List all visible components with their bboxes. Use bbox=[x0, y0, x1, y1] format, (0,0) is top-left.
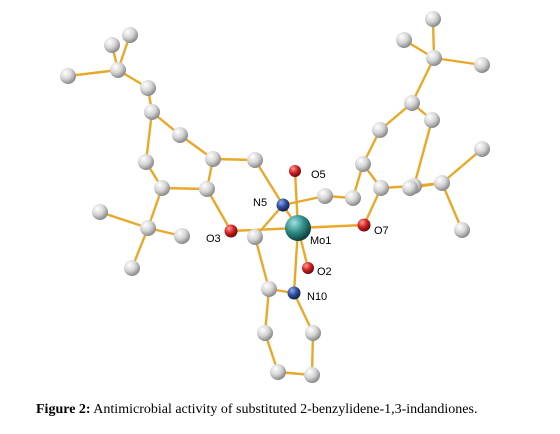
carbon-atom-rb3 bbox=[355, 156, 371, 172]
carbon-atom-lt4 bbox=[174, 228, 190, 244]
carbon-atom-rb1 bbox=[404, 95, 420, 111]
carbon-atom-rt1 bbox=[434, 175, 450, 191]
bond-ra4-o3 bbox=[205, 187, 233, 233]
atom-label-o5: O5 bbox=[311, 169, 326, 181]
bond-rb7-p1 bbox=[253, 235, 271, 291]
carbon-atom-cc2 bbox=[345, 190, 361, 206]
carbon-atom-lt1 bbox=[140, 220, 156, 236]
carbon-atom-tl5 bbox=[140, 80, 156, 96]
carbon-atom-lt3 bbox=[124, 260, 140, 276]
carbon-atom-p3 bbox=[270, 364, 286, 380]
bond-rb1-tr3 bbox=[410, 56, 436, 105]
carbon-atom-ra1 bbox=[144, 104, 160, 120]
bond-tl3-tl4 bbox=[66, 68, 120, 78]
carbon-atom-p5 bbox=[305, 325, 321, 341]
oxygen-atom-o7 bbox=[357, 218, 371, 232]
nitrogen-atom-n10 bbox=[287, 286, 301, 300]
bond-ch1-n5 bbox=[253, 158, 285, 207]
oxygen-atom-o3 bbox=[224, 224, 238, 238]
caption-label: Figure 2: bbox=[36, 402, 91, 417]
carbon-atom-tr2 bbox=[396, 32, 412, 48]
carbon-atom-tl1 bbox=[122, 27, 138, 43]
bond-tr3-tr4 bbox=[432, 56, 484, 67]
carbon-atom-ra3 bbox=[205, 151, 221, 167]
carbon-atom-tl4 bbox=[110, 62, 126, 78]
bond-rt1-rt2 bbox=[440, 147, 484, 185]
carbon-atom-tr1 bbox=[425, 11, 441, 27]
oxygen-atom-o2 bbox=[302, 262, 314, 274]
atom-layer bbox=[60, 11, 490, 383]
oxygen-atom-o5 bbox=[289, 165, 301, 177]
carbon-atom-ch1 bbox=[247, 152, 263, 168]
bond-rb6-rb5 bbox=[412, 118, 434, 188]
bond-rt1-rt4 bbox=[440, 181, 464, 232]
carbon-atom-rb7 bbox=[247, 229, 263, 245]
carbon-atom-p4 bbox=[304, 367, 320, 383]
carbon-atom-rb2 bbox=[372, 122, 388, 138]
carbon-atom-rt4 bbox=[454, 222, 470, 238]
molybdenum-atom-mo bbox=[285, 215, 311, 241]
carbon-atom-rt2 bbox=[474, 141, 490, 157]
carbon-atom-lt2 bbox=[92, 204, 108, 220]
figure-caption: Figure 2: Antimicrobial activity of subs… bbox=[36, 402, 556, 418]
bond-lt1-lt2 bbox=[98, 210, 150, 230]
carbon-atom-tr4 bbox=[474, 57, 490, 73]
caption-text: Antimicrobial activity of substituted 2-… bbox=[90, 402, 478, 417]
atom-label-o3: O3 bbox=[206, 233, 221, 245]
carbon-atom-ra5 bbox=[154, 180, 170, 196]
carbon-atom-p2 bbox=[257, 325, 273, 341]
molecular-structure-diagram: N5 O5 O3 Mo1 O7 O2 N10 bbox=[60, 11, 490, 383]
bond-ra6-ra1 bbox=[144, 110, 154, 164]
carbon-atom-ra2 bbox=[172, 127, 188, 143]
atom-label-n10: N10 bbox=[307, 291, 327, 303]
carbon-atom-rb6 bbox=[424, 112, 440, 128]
bond-layer bbox=[66, 17, 484, 377]
atom-label-o7: O7 bbox=[374, 225, 389, 237]
carbon-atom-ra4 bbox=[199, 181, 215, 197]
carbon-atom-cc1 bbox=[317, 188, 333, 204]
carbon-atom-p1 bbox=[261, 281, 277, 297]
carbon-atom-rb4 bbox=[373, 180, 389, 196]
carbon-atom-rt3 bbox=[402, 180, 418, 196]
atom-label-o2: O2 bbox=[317, 266, 332, 278]
carbon-atom-tl3 bbox=[60, 68, 76, 84]
carbon-atom-ra6 bbox=[138, 154, 154, 170]
carbon-atom-tr3 bbox=[426, 50, 442, 66]
nitrogen-atom-n5 bbox=[276, 198, 290, 212]
atom-label-n5: N5 bbox=[253, 197, 267, 209]
carbon-atom-tl2 bbox=[104, 37, 120, 53]
atom-label-mo1: Mo1 bbox=[310, 235, 331, 247]
